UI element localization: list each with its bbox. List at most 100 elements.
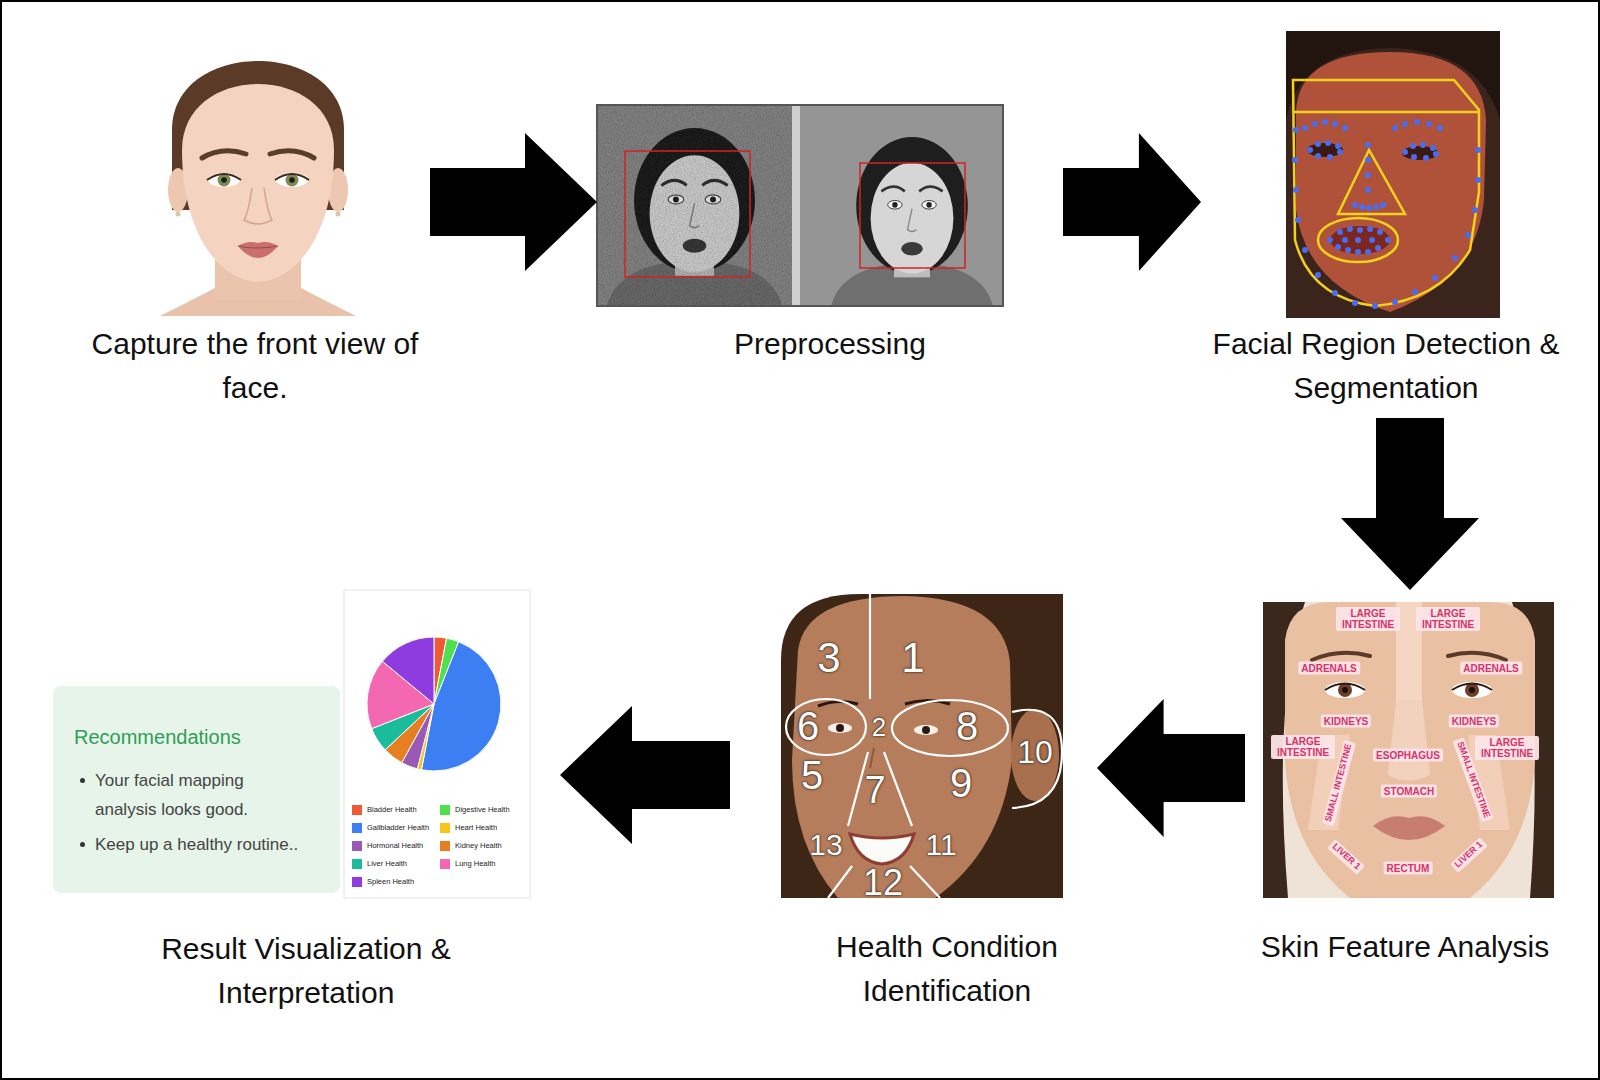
callout-number: 5	[801, 755, 823, 795]
block-arrow	[1341, 418, 1479, 590]
process-step: Skin Feature Analysis	[1245, 590, 1565, 977]
legend-text: Liver Health	[367, 858, 407, 870]
face-zone-photo-part	[850, 834, 914, 864]
face-photo	[160, 61, 356, 316]
landmark-photo-part	[1296, 52, 1486, 312]
callout-number: 2	[872, 714, 886, 740]
preprocessing-photos-part	[831, 137, 993, 306]
face-photo-part	[275, 174, 309, 180]
caption-block: Health Condition Identification	[817, 925, 1077, 1013]
face-photo-part	[238, 246, 278, 248]
landmark-photo	[1286, 31, 1500, 318]
organ-label: ADRENALS	[1460, 662, 1522, 675]
legend-item: Digestive Health	[440, 804, 528, 816]
face-map-photo-part	[1452, 682, 1492, 698]
face-map-photo-part	[1452, 684, 1492, 691]
face-map-photo-part	[1263, 602, 1554, 898]
process-step: Capture the front view of face.	[80, 25, 430, 418]
process-step: Preprocessing	[597, 25, 1063, 374]
organ-label: LARGE INTESTINE	[1336, 607, 1400, 631]
face-photo-part	[289, 177, 295, 183]
callout-number: 12	[863, 865, 903, 901]
face-zone-photo-part-part	[828, 866, 852, 898]
face-zone-photo-part	[781, 594, 1063, 898]
text-row: Recommendations	[74, 724, 340, 750]
callout-number: 13	[809, 830, 842, 860]
chart-legend: Bladder Health Digestive HealthGallbladde…	[352, 804, 528, 888]
panel-heading: Recommendations	[74, 724, 340, 750]
face-map-photo-part	[1338, 683, 1352, 697]
organ-label: LARGE INTESTINE	[1475, 736, 1539, 760]
pie-chart-panel-part	[344, 590, 530, 898]
step-caption: Capture the front view of face.	[80, 322, 430, 410]
preprocessing-photos-part	[597, 105, 1003, 306]
pie-chart-panel	[344, 590, 530, 898]
legend-text: Spleen Health	[367, 876, 414, 888]
face-map-photo-part	[1325, 682, 1365, 698]
step-caption: Skin Feature Analysis	[1245, 925, 1565, 969]
legend-item: Lung Health	[440, 858, 528, 870]
legend-swatch	[352, 805, 362, 815]
face-zone-photo-part-part	[884, 752, 912, 826]
face-zone-photo-part-part	[786, 699, 866, 755]
organ-label: LARGE INTESTINE	[1416, 607, 1480, 631]
callout-number: 3	[817, 637, 840, 679]
legend-swatch	[440, 859, 450, 869]
callout-number: 6	[797, 706, 819, 746]
face-zone-photo	[781, 594, 1063, 898]
face-zone-photo-part-part	[892, 700, 1008, 756]
block-arrow	[1097, 699, 1245, 837]
face-zone-photo-part	[828, 723, 852, 733]
legend-item: Heart Health	[440, 822, 528, 834]
process-step: Facial Region Detection & Segmentation	[1201, 25, 1571, 418]
landmark-photo-part-part	[1338, 150, 1405, 214]
organ-label: LARGE INTESTINE	[1271, 735, 1335, 759]
legend-swatch	[352, 859, 362, 869]
legend-swatch	[440, 823, 450, 833]
image-space	[597, 25, 1063, 322]
pie-slice	[382, 637, 434, 704]
face-map-photo-part	[1448, 653, 1506, 660]
preprocessing-photos-part	[860, 163, 965, 268]
caption-block: Capture the front view of face.	[80, 322, 430, 410]
bullet-dot	[80, 778, 85, 783]
legend-text: Bladder Health	[367, 804, 417, 816]
face-photo-part	[207, 174, 241, 180]
legend-item: Gallbladder Health	[352, 822, 440, 834]
organ-label: KIDNEYS	[1321, 715, 1371, 728]
face-zone-photo-part	[836, 724, 844, 732]
callout-number: 8	[956, 706, 978, 746]
legend-item: Kidney Health	[440, 840, 528, 852]
face-map-photo	[1263, 602, 1554, 898]
legend-swatch	[352, 841, 362, 851]
caption-block: Preprocessing	[597, 322, 1063, 366]
organ-label: KIDNEYS	[1449, 715, 1499, 728]
organ-label: ADRENALS	[1298, 662, 1360, 675]
face-map-photo-part	[1342, 687, 1348, 693]
face-zone-photo-part	[914, 725, 938, 735]
organ-label: RECTUM	[1384, 862, 1433, 875]
legend-swatch	[440, 841, 450, 851]
face-map-photo-part	[1325, 684, 1365, 691]
face-map-photo-part	[1373, 816, 1445, 840]
step-caption: Preprocessing	[597, 322, 1063, 366]
recommendation-text: Your facial mapping analysis looks good.	[95, 766, 280, 824]
step-caption: Facial Region Detection & Segmentation	[1201, 322, 1571, 410]
face-map-photo-part	[1469, 687, 1475, 693]
face-map-photo-part	[1312, 653, 1370, 660]
face-map-photo-part	[1388, 700, 1430, 781]
face-photo-part	[238, 242, 278, 258]
face-zone-photo-part	[870, 748, 874, 768]
preprocessing-photos-part	[625, 151, 750, 277]
preprocessing-photos	[597, 105, 1003, 306]
landmark-photo-part-part	[1293, 111, 1479, 114]
legend-item: Hormonal Health	[352, 840, 440, 852]
face-zone-photo-part	[786, 594, 1062, 898]
face-photo-part	[336, 212, 341, 217]
bullet-item: Your facial mapping analysis looks good.	[95, 766, 280, 824]
text-row: Your facial mapping analysis looks good.	[74, 766, 340, 824]
landmark-photo-part	[1293, 80, 1479, 306]
